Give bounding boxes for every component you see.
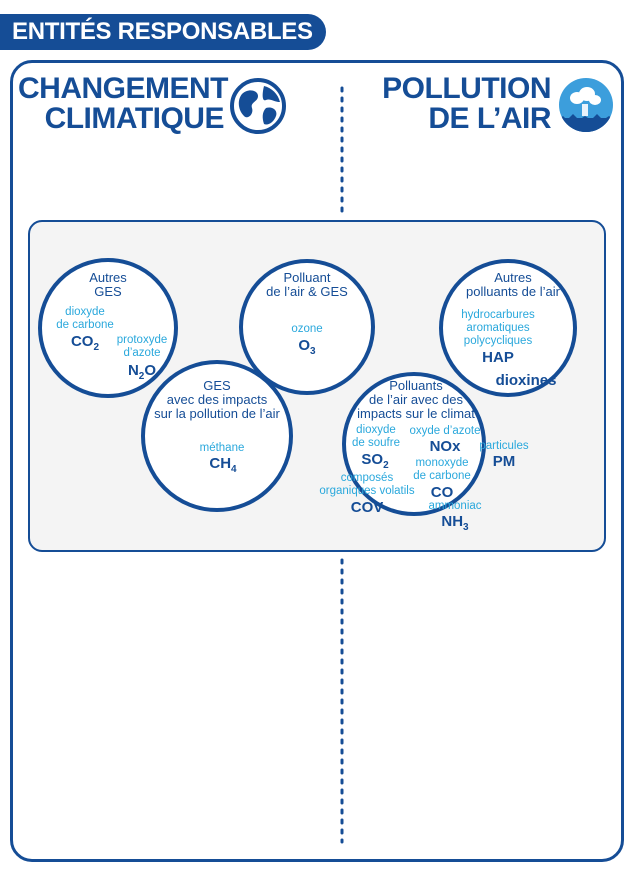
o3-formula: O3: [298, 337, 316, 358]
so2-formula: SO2: [361, 451, 389, 472]
polluted-air-icon: [559, 78, 613, 132]
ch4-formula: CH4: [209, 455, 237, 476]
circle-autres-polluants: [439, 259, 577, 397]
co-formula: CO: [430, 484, 454, 501]
circle-autres-ges: [38, 258, 178, 398]
nox-label: oxyde d’azote: [409, 425, 481, 437]
circle-polluants-impacts: [342, 372, 486, 516]
hap-formula: HAP: [482, 349, 514, 366]
dioxines-label: dioxines: [495, 372, 557, 389]
pm-label: particules: [479, 440, 529, 452]
circle-polluant-ges: [239, 259, 375, 395]
globe-icon: [230, 78, 286, 134]
cov-formula: COV: [350, 499, 384, 516]
circle-ges-impacts: [141, 360, 293, 512]
nh3-formula: NH3: [441, 513, 469, 534]
section-tab: ENTITÉS RESPONSABLES: [0, 14, 326, 50]
n2o-formula: N2O: [127, 362, 157, 383]
nox-formula: NOx: [429, 438, 461, 455]
ozone-label: ozone: [291, 323, 323, 335]
co2-formula: CO2: [70, 333, 100, 354]
content-frame: [10, 60, 624, 862]
nh3-label: ammoniac: [428, 500, 482, 512]
pm-formula: PM: [492, 453, 516, 470]
methane-label: méthane: [199, 442, 245, 454]
